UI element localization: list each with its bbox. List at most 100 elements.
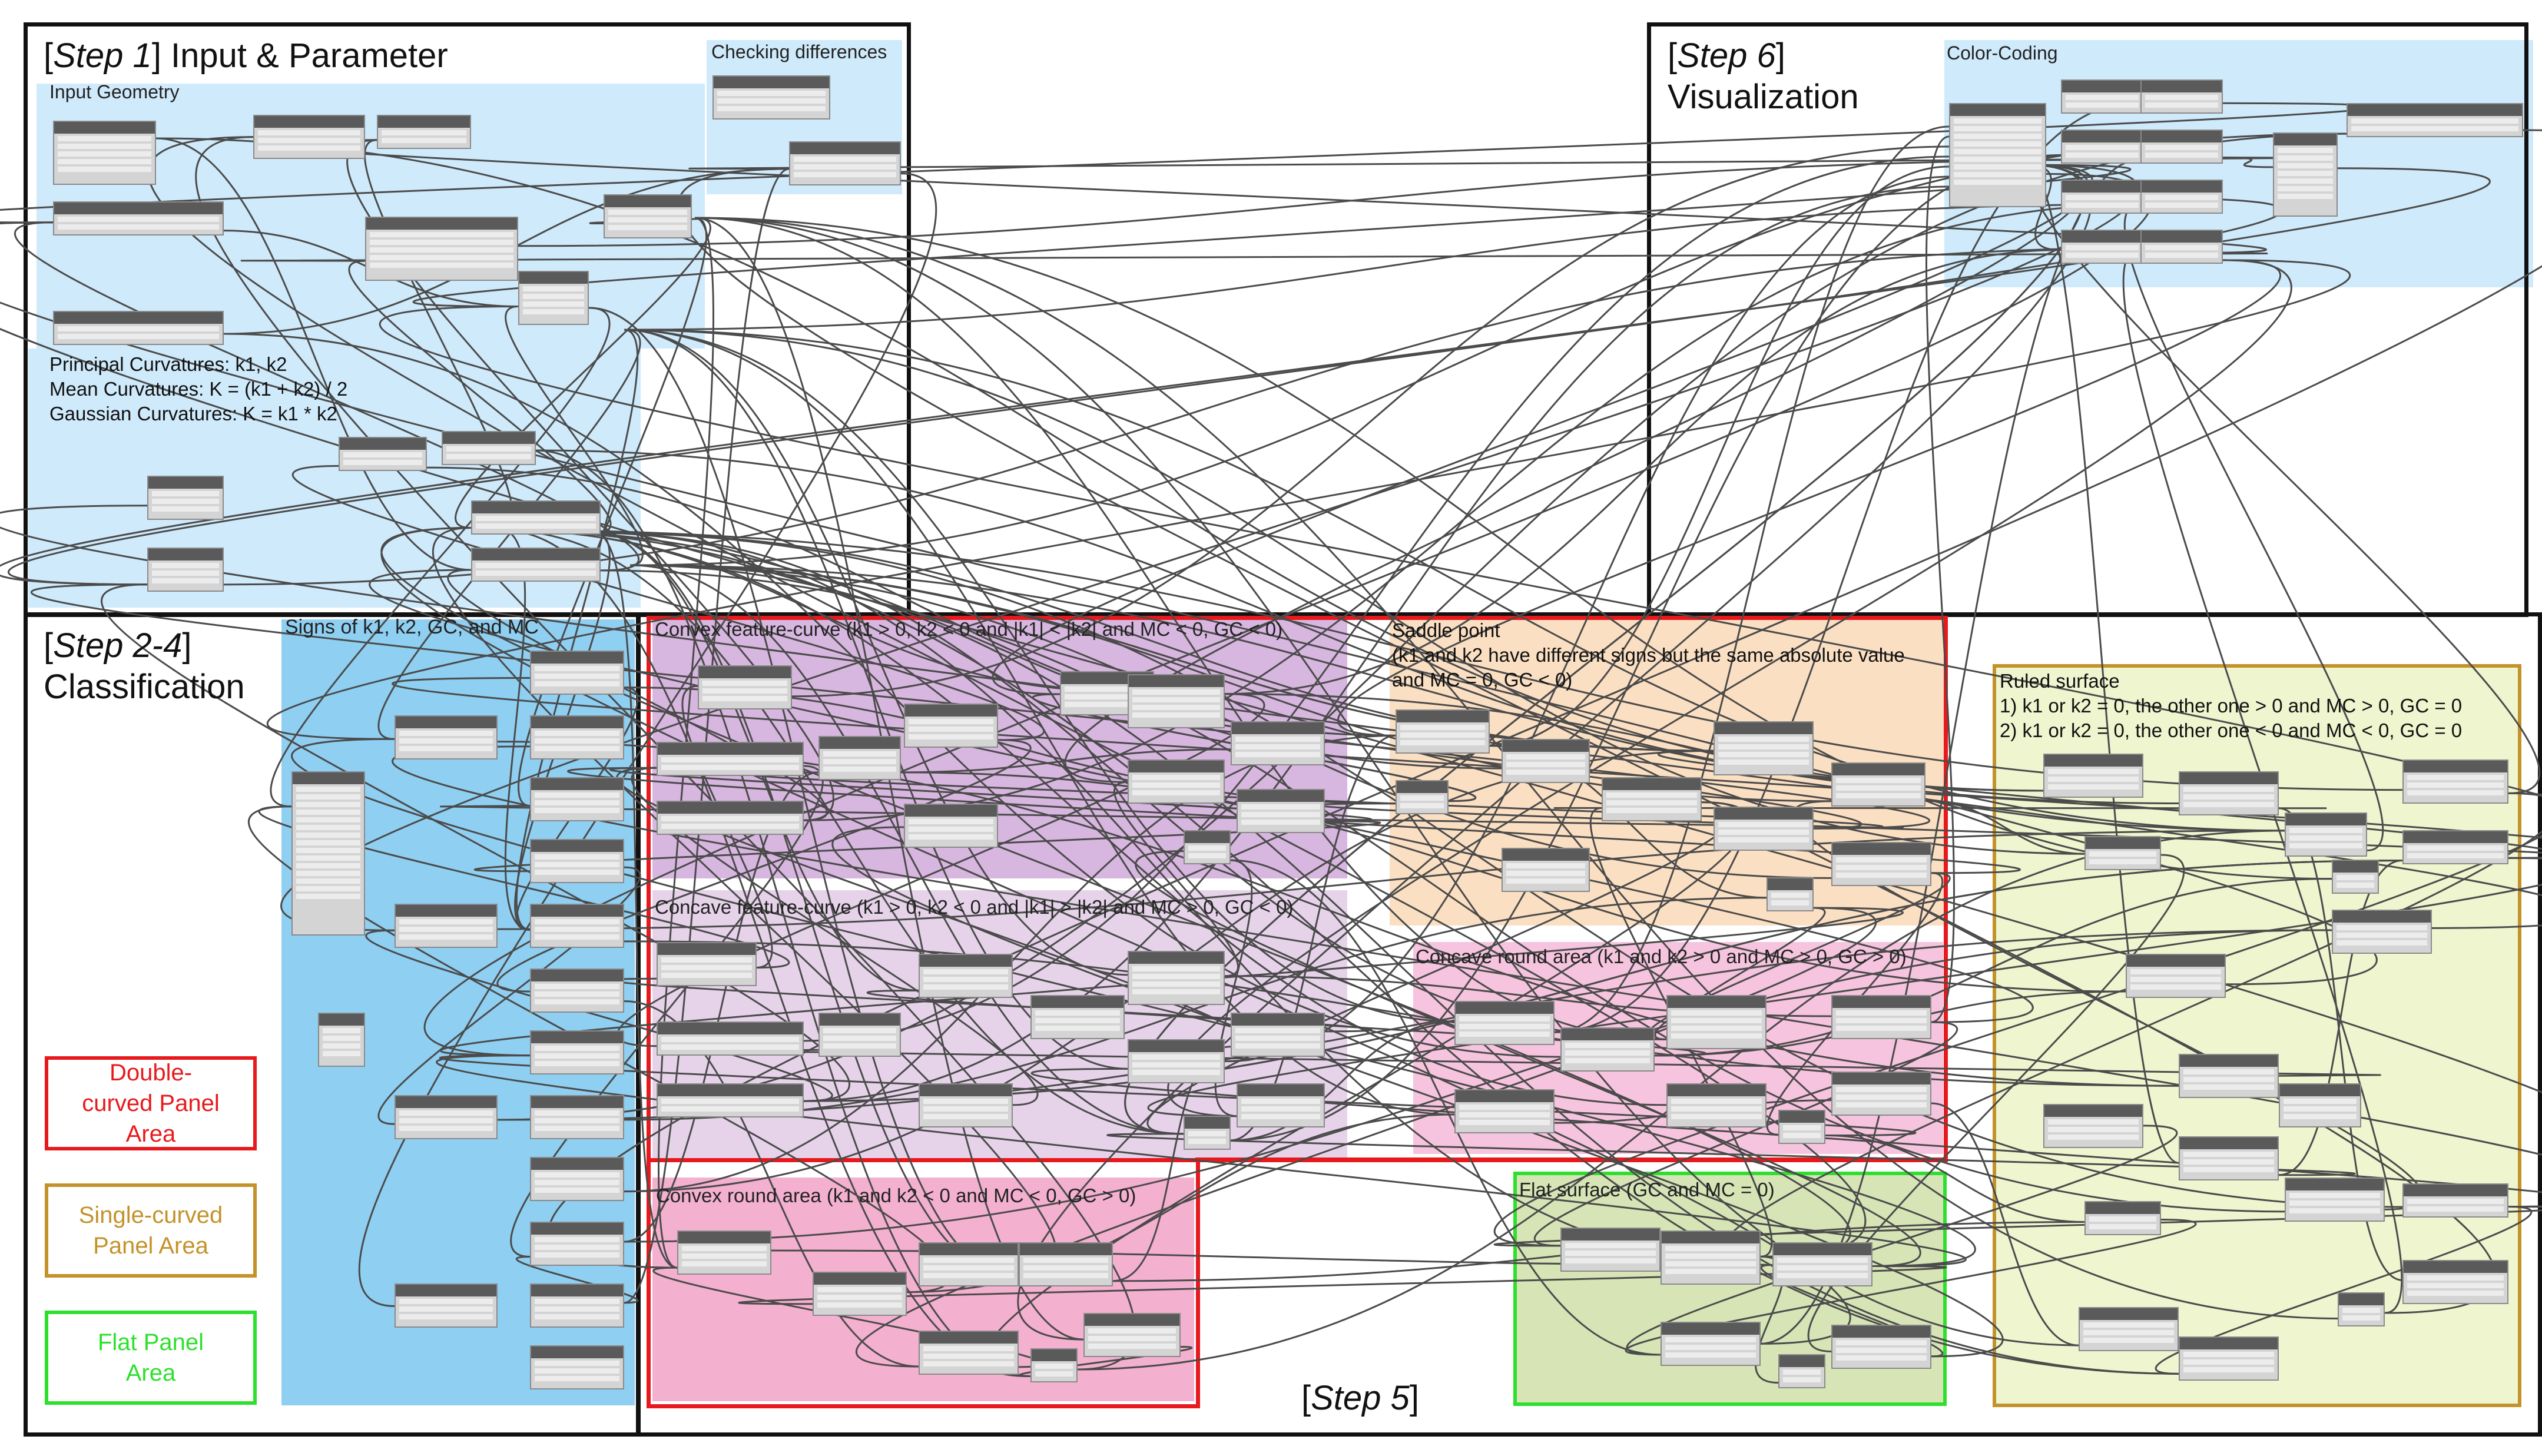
connector-wire: [379, 306, 2542, 859]
graph-node: [1231, 721, 1325, 765]
graph-node: [1396, 780, 1449, 814]
connector-wire: [291, 465, 1045, 741]
graph-node: [1666, 995, 1767, 1049]
graph-node-port: [702, 688, 787, 694]
double-curved-outline-d: [647, 616, 651, 1408]
graph-node-port: [1132, 705, 1220, 710]
graph-node-port: [476, 523, 596, 529]
graph-node: [1831, 1325, 1931, 1369]
step24-title: [Step 2-4] Classification: [44, 626, 245, 706]
graph-node-port: [1241, 1099, 1320, 1104]
graph-node-port: [1088, 1336, 1176, 1341]
graph-node: [1237, 789, 1325, 833]
graph-node-port: [661, 957, 752, 963]
graph-node-header: [1397, 711, 1489, 722]
graph-node: [2179, 1054, 2279, 1098]
graph-node-port: [535, 1118, 619, 1123]
graph-node-port: [1954, 180, 2041, 185]
graph-node: [318, 1013, 365, 1067]
graph-node-header: [2404, 1261, 2507, 1273]
graph-node-port: [2278, 186, 2333, 191]
graph-node-port: [608, 225, 687, 230]
graph-node-port: [1132, 782, 1220, 788]
graph-node-header: [1456, 1002, 1553, 1014]
connector-wire: [629, 564, 2179, 1375]
graph-node-port: [2407, 1291, 2504, 1296]
step1-title: [Step 1] Input & Parameter: [44, 37, 448, 75]
graph-node-header: [2062, 81, 2142, 92]
graph-node-port: [399, 1299, 493, 1304]
graph-node-port: [1954, 141, 2041, 147]
graph-node: [2285, 812, 2367, 857]
graph-node-port: [1132, 775, 1220, 780]
graph-node-header: [1032, 996, 1123, 1008]
graph-node-header: [1832, 1326, 1930, 1338]
graph-node-header: [1020, 1243, 1112, 1255]
graph-node: [395, 715, 498, 759]
graph-node-port: [323, 1028, 360, 1033]
graph-node: [657, 742, 804, 776]
graph-node: [147, 476, 224, 520]
graph-node-port: [399, 746, 493, 751]
graph-node-port: [1671, 1026, 1762, 1031]
graph-node-header: [1456, 1090, 1553, 1102]
connector-wire: [2222, 157, 2273, 168]
graph-node-port: [1035, 1026, 1120, 1031]
graph-node-port: [2048, 769, 2139, 774]
graph-node-header: [2348, 104, 2522, 116]
graph-node-header: [340, 438, 426, 450]
graph-node: [530, 1222, 624, 1266]
connector-wire: [1625, 1218, 2197, 1356]
graph-node-port: [2284, 1114, 2357, 1119]
connector-wire: [439, 1054, 1916, 1136]
connector-wire: [791, 145, 1950, 698]
graph-node-port: [1459, 1032, 1550, 1037]
graph-node-header: [2062, 181, 2142, 193]
graph-node-port: [296, 848, 360, 853]
graph-node-port: [1718, 744, 1809, 749]
graph-node-port: [1671, 1099, 1762, 1104]
graph-node-port: [661, 1099, 799, 1104]
graph-node-port: [1665, 1345, 1756, 1350]
connector-wire: [855, 907, 1877, 1368]
graph-node-port: [909, 819, 993, 824]
checking-differences-title: Checking differences: [711, 41, 887, 62]
connector-wire: [1106, 1133, 2356, 1176]
graph-node-port: [717, 106, 826, 111]
graph-node-port: [1241, 820, 1320, 825]
graph-node-port: [817, 1302, 902, 1308]
saddle-line-3: and MC = 0, GC < 0): [1392, 669, 1573, 691]
graph-node-port: [1506, 754, 1585, 759]
graph-node-header: [472, 502, 599, 513]
connector-wire: [1657, 749, 2542, 859]
graph-node-port: [1235, 744, 1320, 749]
flat-outline: [1513, 1172, 1947, 1406]
graph-node-port: [2145, 195, 2218, 200]
graph-node: [677, 1231, 771, 1275]
graph-node-port: [1132, 966, 1220, 971]
graph-node: [1454, 1001, 1555, 1045]
graph-node-port: [535, 1314, 619, 1319]
graph-node-port: [535, 1061, 619, 1066]
graph-node-port: [535, 1110, 619, 1116]
graph-node: [2279, 1083, 2361, 1127]
graph-node-port: [1506, 878, 1585, 884]
ruled-line-1: Ruled surface: [2000, 670, 2120, 692]
graph-node-port: [1836, 778, 1921, 783]
ruled-description: Ruled surface 1) k1 or k2 = 0, the other…: [2000, 669, 2462, 743]
graph-node: [530, 715, 624, 759]
graph-node-port: [1836, 1102, 1927, 1107]
connector-wire: [738, 1265, 1947, 1305]
signs-title: Signs of k1, k2, GC, and MC: [285, 616, 539, 638]
connector-wire: [624, 329, 2285, 832]
graph-node-port: [1665, 1261, 1756, 1266]
curvature-description: Principal Curvatures: k1, k2 Mean Curvat…: [49, 352, 347, 426]
connector-wire: [358, 173, 937, 1307]
graph-node-port: [2289, 1193, 2380, 1198]
graph-node: [1772, 1242, 1872, 1286]
step5-bracket-label: Step 5: [1311, 1379, 1410, 1417]
graph-node-port: [535, 1126, 619, 1131]
graph-node-header: [396, 1096, 496, 1108]
graph-node: [1714, 807, 1814, 851]
graph-node-port: [535, 800, 619, 805]
